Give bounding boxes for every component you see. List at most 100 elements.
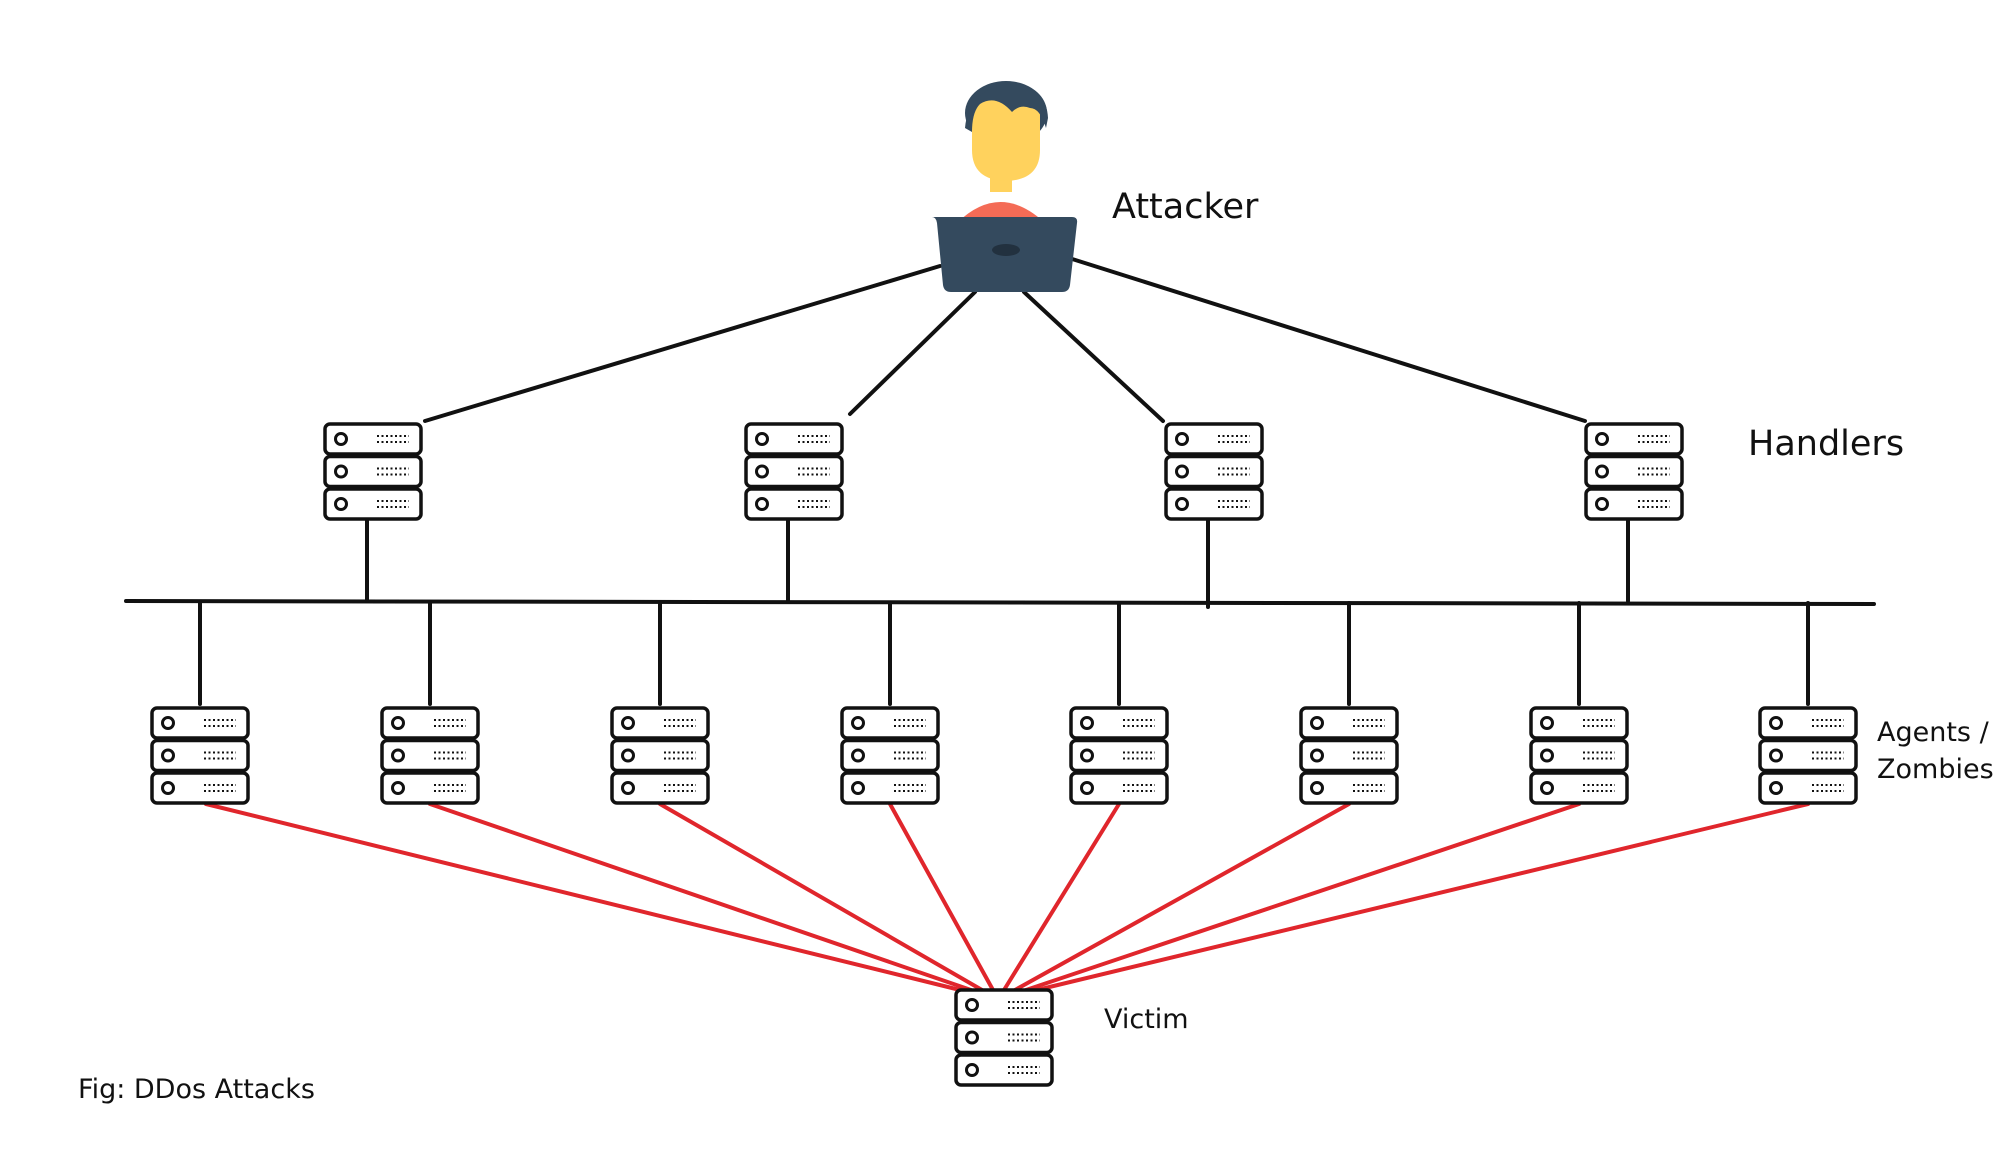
server-unit: [150, 771, 250, 805]
server-led-icon: [621, 781, 635, 795]
server-unit: [840, 706, 940, 740]
server-led-icon: [621, 716, 635, 730]
attacker-label: Attacker: [1112, 187, 1259, 227]
handlers-label: Handlers: [1748, 424, 1905, 464]
server-led-icon: [965, 1030, 979, 1045]
agent-server-1: [150, 706, 250, 805]
server-unit: [840, 771, 940, 805]
server-led-icon: [1540, 716, 1554, 730]
attack-line-7: [1024, 802, 1581, 992]
agent-server-3: [610, 706, 710, 805]
handler-server-4: [1584, 422, 1684, 521]
server-led-icon: [334, 432, 348, 446]
server-unit: [1758, 706, 1858, 740]
server-unit: [1299, 706, 1399, 740]
handler-server-1: [323, 422, 423, 521]
server-led-icon: [1080, 716, 1094, 730]
agent-server-7: [1529, 706, 1629, 805]
server-unit: [323, 454, 423, 489]
server-unit: [1299, 738, 1399, 773]
agents-label: Agents / Zombies: [1877, 714, 1994, 788]
server-led-icon: [334, 497, 348, 511]
server-led-icon: [755, 432, 769, 446]
server-unit: [610, 738, 710, 773]
attacker-to-handler-3-line: [1022, 290, 1165, 423]
agents-label-line2: Zombies: [1877, 754, 1994, 785]
attack-line-4: [888, 802, 995, 992]
server-unit: [1584, 487, 1684, 521]
figure-caption: Fig: DDos Attacks: [78, 1074, 315, 1105]
server-unit: [150, 738, 250, 773]
server-led-icon: [391, 716, 405, 730]
attacker-to-handler-4-line: [1067, 256, 1587, 423]
server-unit: [744, 487, 844, 521]
server-led-icon: [851, 716, 865, 730]
server-led-icon: [965, 998, 979, 1012]
server-unit: [1529, 706, 1629, 740]
attacker-laptop-logo: [992, 244, 1020, 256]
handler-server-2: [744, 422, 844, 521]
server-unit: [954, 1020, 1054, 1055]
server-led-icon: [161, 716, 175, 730]
agents-label-line1: Agents /: [1877, 717, 1989, 748]
server-unit: [744, 422, 844, 456]
attacker-icon: [932, 81, 1078, 292]
server-unit: [1584, 422, 1684, 456]
victim-label: Victim: [1104, 1004, 1189, 1035]
server-unit: [1584, 454, 1684, 489]
connection-lines: [124, 256, 1876, 992]
attack-line-2: [428, 802, 973, 992]
server-led-icon: [755, 464, 769, 479]
server-led-icon: [1310, 716, 1324, 730]
handler-server-3: [1164, 422, 1264, 521]
server-unit: [610, 771, 710, 805]
attack-line-1: [204, 802, 962, 992]
server-led-icon: [1175, 464, 1189, 479]
server-led-icon: [1080, 781, 1094, 795]
server-led-icon: [1769, 781, 1783, 795]
server-unit: [323, 487, 423, 521]
attacker-face: [972, 99, 1040, 181]
server-unit: [150, 706, 250, 740]
server-unit: [1758, 771, 1858, 805]
attack-line-8: [1035, 802, 1810, 992]
server-led-icon: [391, 748, 405, 763]
server-led-icon: [1175, 432, 1189, 446]
server-led-icon: [161, 748, 175, 763]
server-unit: [1069, 706, 1169, 740]
server-led-icon: [1540, 748, 1554, 763]
server-led-icon: [1595, 464, 1609, 479]
server-led-icon: [1540, 781, 1554, 795]
server-group: [150, 422, 1858, 1087]
server-led-icon: [1175, 497, 1189, 511]
server-led-icon: [851, 748, 865, 763]
attack-line-5: [1002, 802, 1121, 992]
server-led-icon: [851, 781, 865, 795]
server-unit: [1758, 738, 1858, 773]
attacker-hair-fringe: [965, 83, 1048, 132]
agent-server-6: [1299, 706, 1399, 805]
server-led-icon: [1080, 748, 1094, 763]
server-unit: [954, 1053, 1054, 1087]
server-unit: [1164, 422, 1264, 456]
server-unit: [954, 988, 1054, 1022]
server-led-icon: [1595, 432, 1609, 446]
agent-server-4: [840, 706, 940, 805]
attack-line-3: [658, 802, 984, 992]
server-unit: [1164, 454, 1264, 489]
server-unit: [1164, 487, 1264, 521]
server-led-icon: [1310, 748, 1324, 763]
server-unit: [1069, 738, 1169, 773]
server-led-icon: [965, 1063, 979, 1077]
agent-server-5: [1069, 706, 1169, 805]
server-unit: [380, 771, 480, 805]
server-unit: [380, 706, 480, 740]
server-unit: [744, 454, 844, 489]
server-led-icon: [1595, 497, 1609, 511]
server-unit: [380, 738, 480, 773]
server-unit: [840, 738, 940, 773]
agent-server-8: [1758, 706, 1858, 805]
victim-server: [954, 988, 1054, 1087]
attacker-to-handler-2-line: [848, 290, 977, 416]
